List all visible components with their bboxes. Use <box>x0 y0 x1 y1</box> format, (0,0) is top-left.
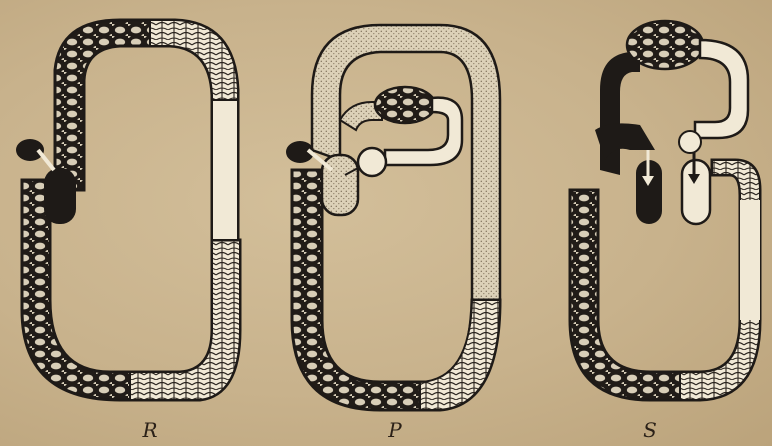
diagram-p-lung-branch <box>340 87 462 176</box>
diagram-p-label: P <box>375 420 415 440</box>
diagram-s-label: S <box>630 420 670 440</box>
diagram-s-upper-loop <box>595 21 748 175</box>
diagram-s-lower-loop <box>570 160 760 400</box>
diagram-r-upper-loop <box>55 20 238 240</box>
diagram-r <box>16 20 240 400</box>
diagram-r-label: R <box>130 420 170 440</box>
diagram-p <box>286 25 500 410</box>
diagram-s <box>570 21 760 400</box>
